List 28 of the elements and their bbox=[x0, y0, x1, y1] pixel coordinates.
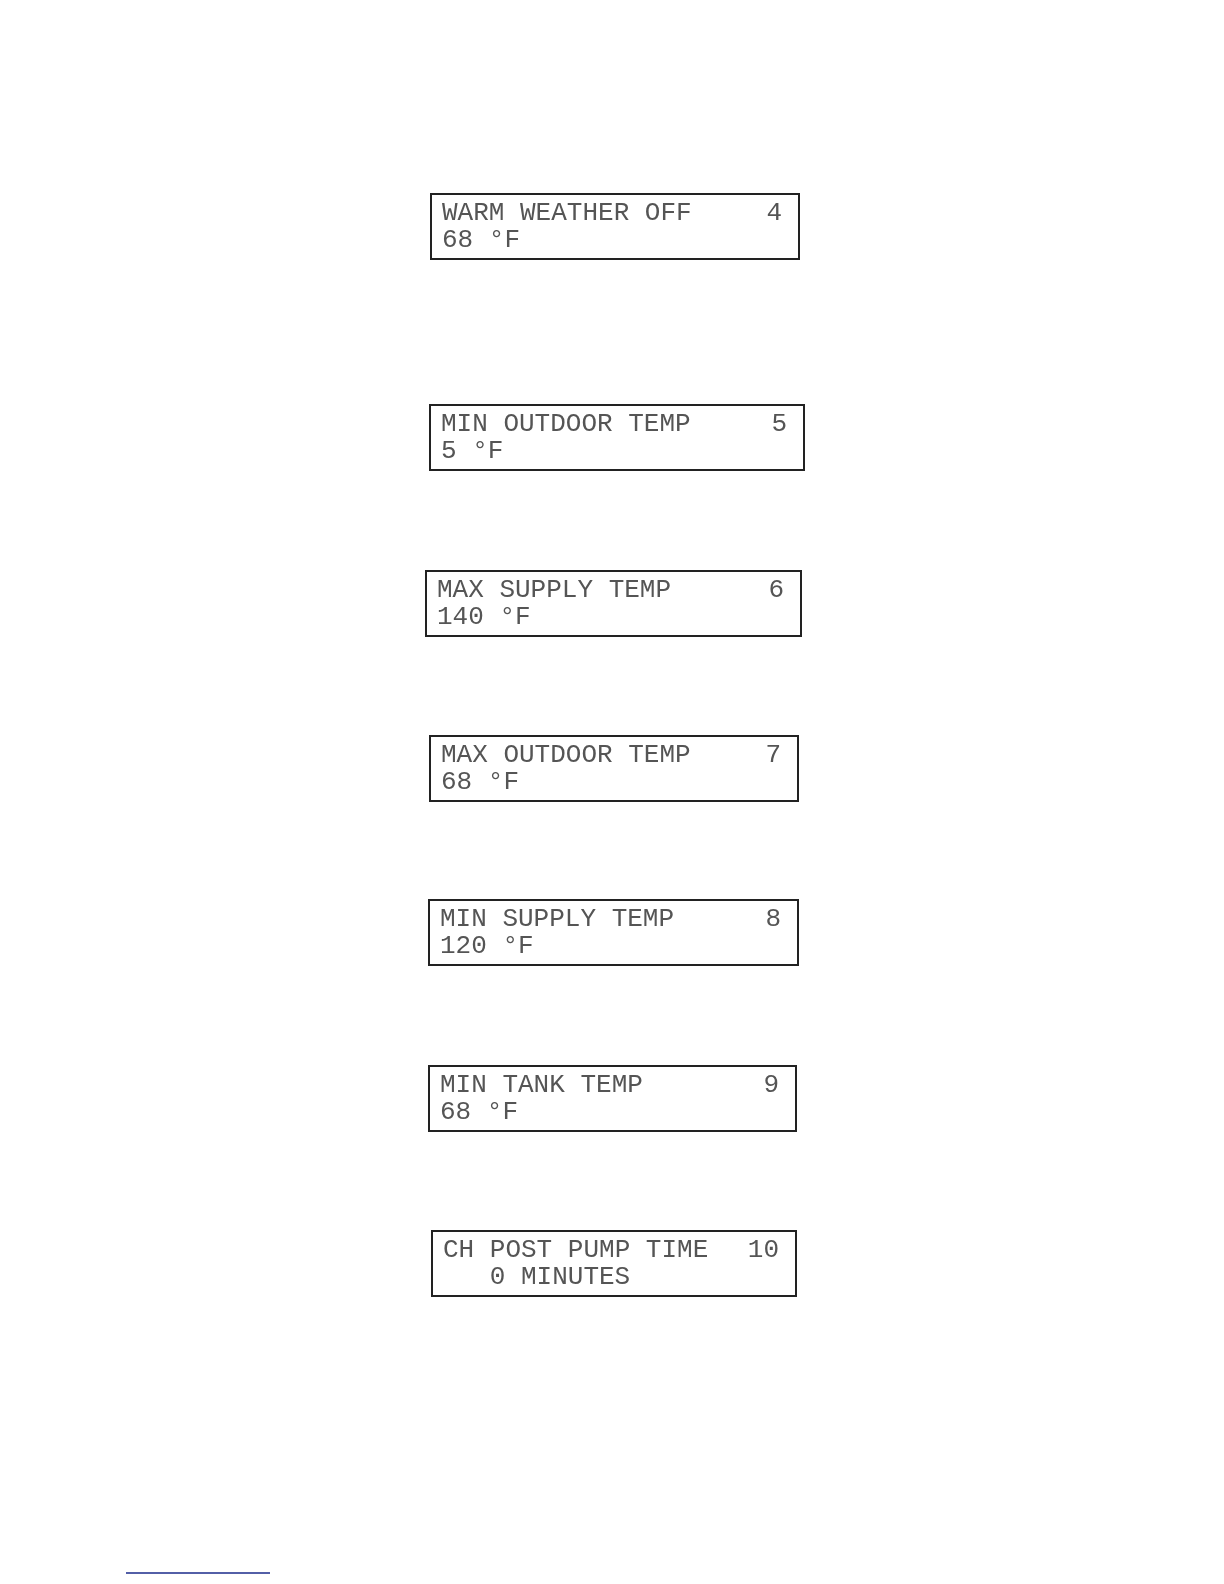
display-heading: WARM WEATHER OFF bbox=[442, 200, 692, 227]
display-value: 140 °F bbox=[437, 604, 531, 631]
display-value: 0 MINUTES bbox=[489, 1264, 631, 1291]
display-value: 5 °F bbox=[441, 438, 504, 465]
lcd-display bbox=[429, 404, 805, 471]
lcd-display bbox=[428, 899, 799, 966]
step-number: 6 bbox=[768, 577, 784, 604]
lcd-display bbox=[430, 193, 800, 260]
step-number: 8 bbox=[765, 906, 781, 933]
display-value: 68 °F bbox=[441, 769, 519, 796]
display-heading: MIN OUTDOOR TEMP bbox=[441, 411, 691, 438]
display-heading: MIN TANK TEMP bbox=[440, 1072, 643, 1099]
lcd-display bbox=[425, 570, 802, 637]
step-number: 4 bbox=[766, 200, 782, 227]
step-number: 10 bbox=[747, 1237, 779, 1264]
lcd-display bbox=[429, 735, 799, 802]
lcd-display bbox=[431, 1230, 797, 1297]
display-value: 120 °F bbox=[440, 933, 534, 960]
step-number: 7 bbox=[765, 742, 781, 769]
display-heading: CH POST PUMP TIME bbox=[443, 1237, 709, 1264]
display-heading: MAX OUTDOOR TEMP bbox=[441, 742, 691, 769]
step-number: 5 bbox=[771, 411, 787, 438]
step-number: 9 bbox=[763, 1072, 779, 1099]
display-value: 68 °F bbox=[440, 1099, 518, 1126]
display-value: 68 °F bbox=[442, 227, 520, 254]
lcd-display bbox=[428, 1065, 797, 1132]
display-heading: MIN SUPPLY TEMP bbox=[440, 906, 675, 933]
display-heading: MAX SUPPLY TEMP bbox=[437, 577, 672, 604]
